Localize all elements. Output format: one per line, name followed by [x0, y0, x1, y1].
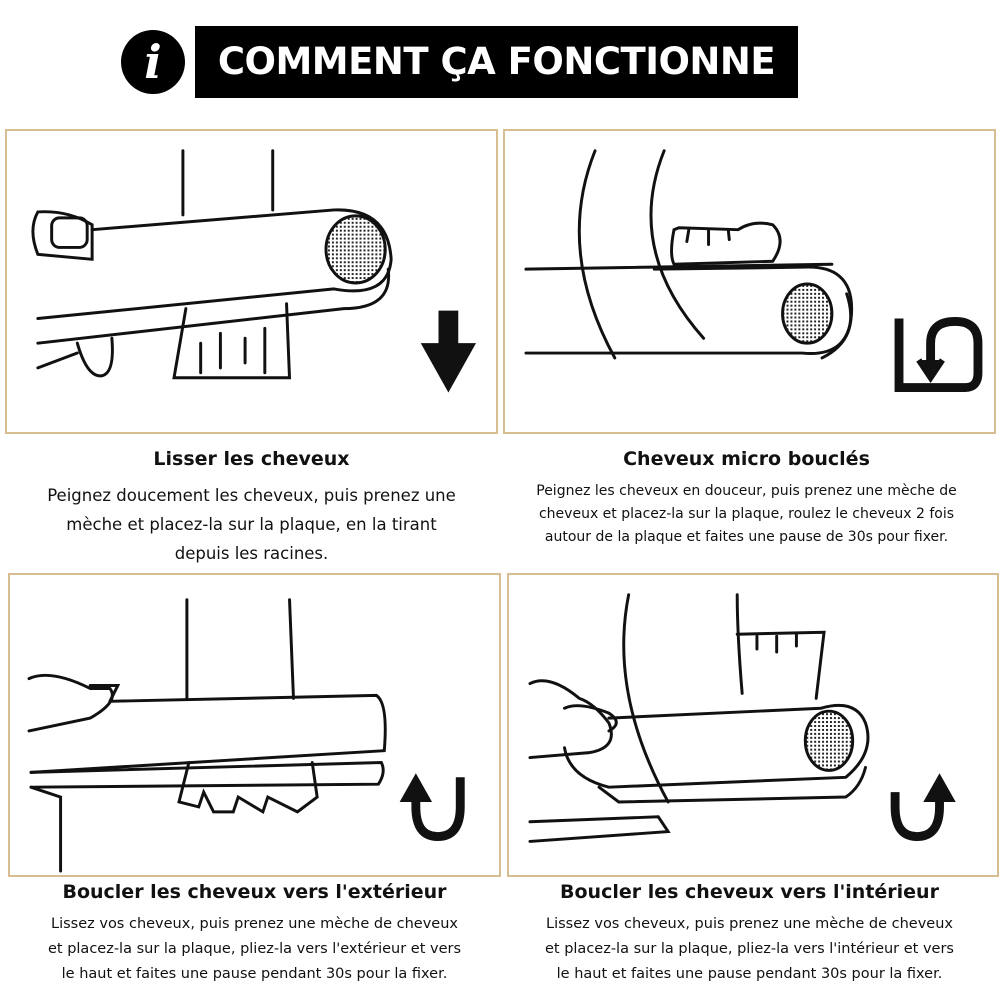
description-line: Lissez vos cheveux, puis prenez une mèch…: [546, 916, 953, 932]
page-title: COMMENT ÇA FONCTIONNE: [195, 26, 798, 98]
description-line: cheveux et placez-la sur la plaque, roul…: [538, 506, 955, 522]
step-2-description: Peignez les cheveux en douceur, puis pre…: [500, 480, 993, 549]
step-1-description: Peignez doucement les cheveux, puis pren…: [5, 481, 498, 568]
description-line: depuis les racines.: [174, 544, 329, 563]
illustration-curl-inward: [507, 573, 999, 877]
step-3-description: Lissez vos cheveux, puis prenez une mèch…: [8, 912, 501, 987]
description-line: le haut et faites une pause pendant 30s …: [556, 966, 943, 982]
step-2-title: Cheveux micro bouclés: [623, 448, 870, 470]
illustration-curl-outward: [8, 573, 501, 877]
description-line: et placez-la sur la plaque, pliez-la ver…: [47, 941, 462, 957]
step-1-title: Lisser les cheveux: [153, 448, 350, 470]
illustration-micro-curls: [503, 129, 996, 434]
description-line: autour de la plaque et faites une pause …: [544, 529, 949, 545]
arrow-down-icon: [420, 310, 477, 393]
info-icon: i: [121, 30, 185, 94]
description-line: mèche et placez-la sur la plaque, en la …: [66, 515, 437, 534]
description-line: Peignez les cheveux en douceur, puis pre…: [536, 483, 957, 499]
illustration-straighten: [5, 129, 498, 434]
step-4-description: Lissez vos cheveux, puis prenez une mèch…: [503, 912, 996, 987]
u-turn-right-up-icon: [890, 773, 956, 841]
step-3-title: Boucler les cheveux vers l'extérieur: [62, 881, 447, 903]
description-line: Peignez doucement les cheveux, puis pren…: [47, 486, 456, 505]
description-line: Lissez vos cheveux, puis prenez une mèch…: [51, 916, 458, 932]
step-4-title: Boucler les cheveux vers l'intérieur: [560, 881, 939, 903]
loop-arrow-icon: [894, 317, 983, 393]
description-line: et placez-la sur la plaque, pliez-la ver…: [544, 941, 954, 957]
description-line: le haut et faites une pause pendant 30s …: [61, 966, 448, 982]
u-turn-left-up-icon: [399, 773, 465, 841]
